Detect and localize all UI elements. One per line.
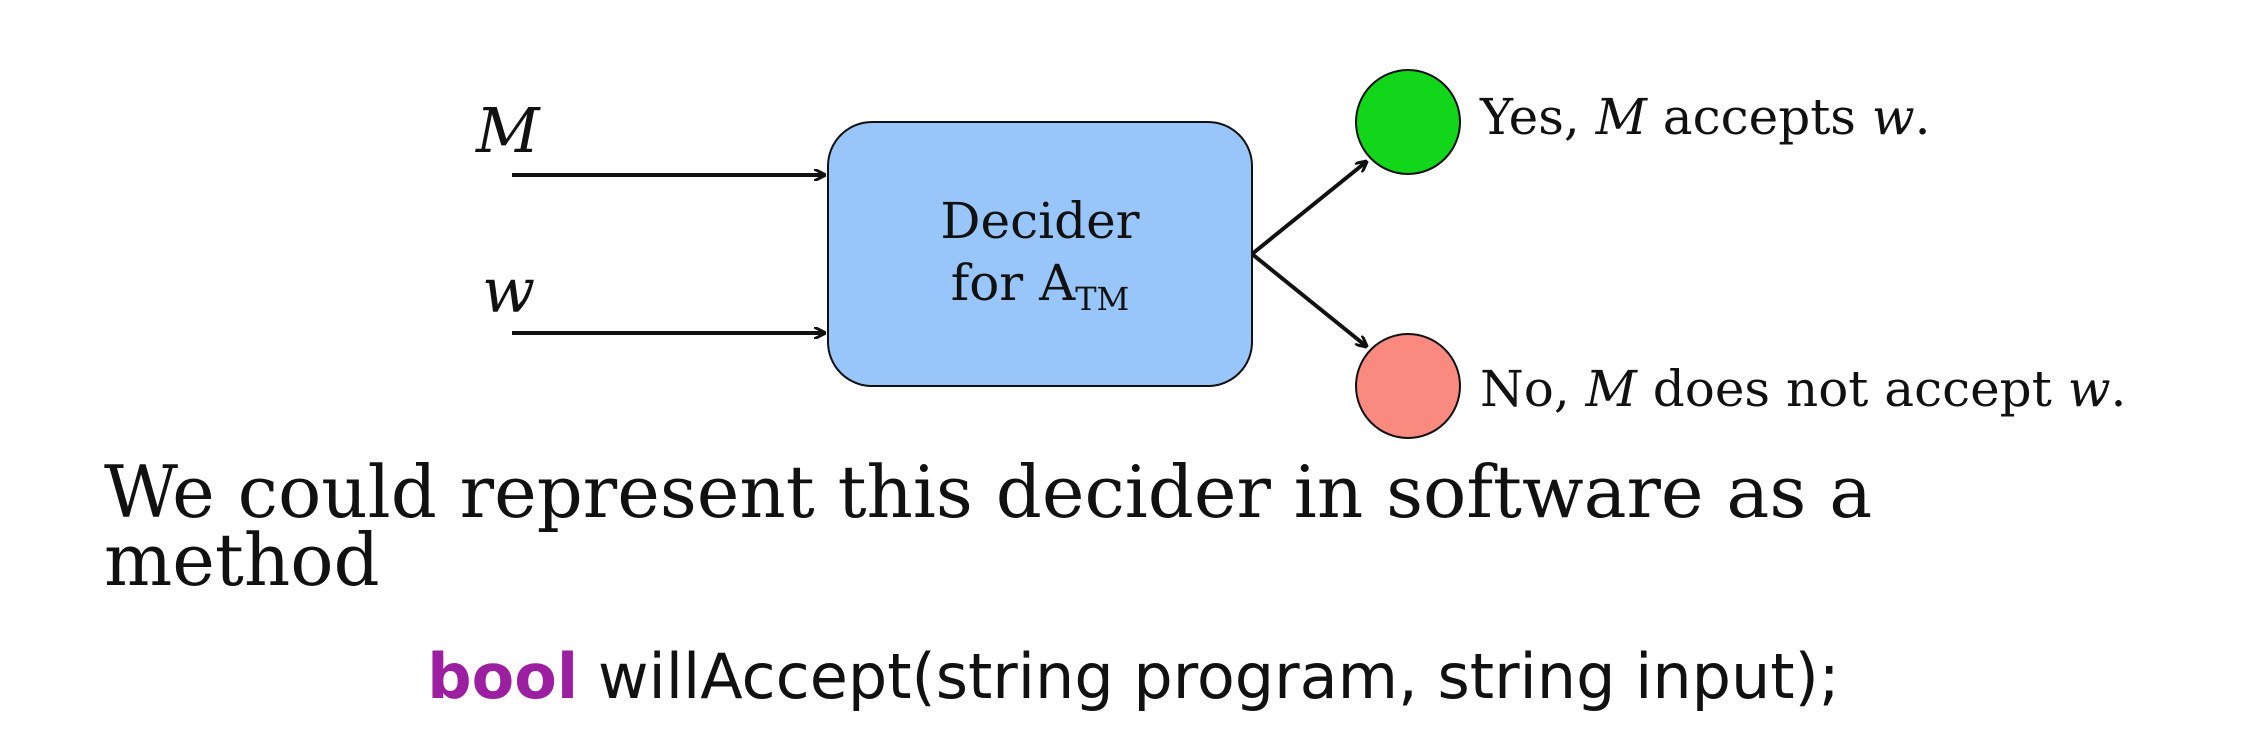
code-signature-rest: willAccept(string program, string input)…	[578, 640, 1840, 713]
input-label-m: M	[475, 94, 541, 167]
code-signature: bool willAccept(string program, string i…	[0, 640, 2267, 713]
no-output-circle	[1355, 333, 1461, 439]
no-arrow	[1250, 252, 1366, 346]
yes-arrow	[1250, 162, 1366, 256]
decider-label-subscript: TM	[1075, 280, 1129, 318]
body-paragraph: We could represent this decider in softw…	[104, 450, 1873, 602]
yes-output-circle	[1355, 69, 1461, 175]
input-label-w: w	[482, 254, 535, 327]
decider-label-line2: for ATM	[951, 254, 1130, 318]
no-output-label: No, M does not accept w.	[1480, 360, 2126, 418]
decider-label-for: for A	[951, 254, 1076, 312]
decider-label-line1: Decider	[940, 192, 1139, 250]
code-keyword: bool	[427, 640, 579, 713]
yes-output-label: Yes, M accepts w.	[1479, 88, 1931, 146]
decider-diagram: M w Decider for ATM Yes, M accepts w. No…	[475, 69, 2126, 439]
